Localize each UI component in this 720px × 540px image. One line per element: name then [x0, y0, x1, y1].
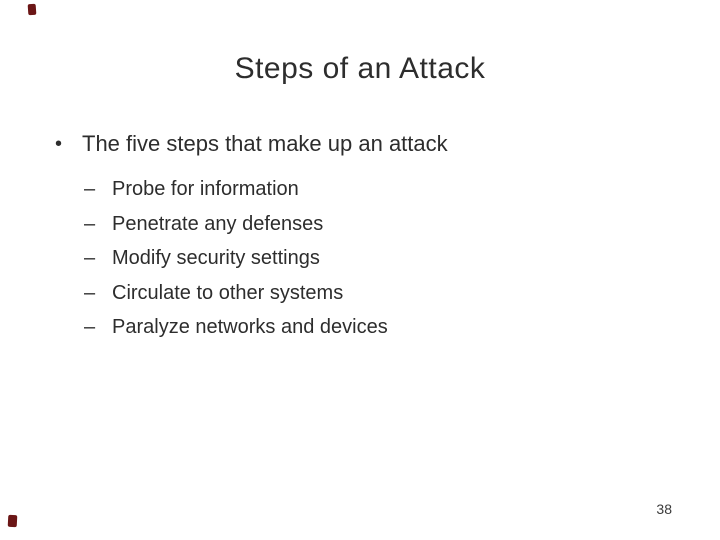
corner-watermark-top-left	[27, 3, 37, 16]
dash-icon: –	[84, 281, 96, 304]
sub-bullet-item: – Paralyze networks and devices	[84, 315, 388, 350]
sub-bullet-item: – Penetrate any defenses	[84, 212, 388, 247]
dash-icon: –	[84, 178, 96, 200]
sub-bullet-list: – Probe for information – Penetrate any …	[84, 177, 388, 350]
dash-icon: –	[84, 247, 96, 269]
sub-bullet-text: Probe for information	[112, 178, 299, 200]
slide-title: Steps of an Attack	[234, 52, 486, 85]
sub-bullet-text: Modify security settings	[112, 247, 320, 269]
sub-bullet-text: Penetrate any defenses	[112, 212, 324, 235]
sub-bullet-item: – Circulate to other systems	[84, 281, 388, 316]
sub-bullet-text: Circulate to other systems	[112, 281, 344, 304]
bullet-item: • The five steps that make up an attack	[55, 130, 448, 158]
sub-bullet-text: Paralyze networks and devices	[112, 316, 388, 338]
page-number: 38	[656, 501, 672, 517]
dash-icon: –	[84, 316, 96, 338]
dash-icon: –	[84, 212, 96, 235]
sub-bullet-item: – Probe for information	[84, 177, 388, 212]
bullet-icon: •	[55, 133, 63, 155]
bullet-text: The five steps that make up an attack	[82, 131, 448, 156]
sub-bullet-item: – Modify security settings	[84, 246, 388, 281]
corner-watermark-bottom-left	[7, 514, 18, 528]
